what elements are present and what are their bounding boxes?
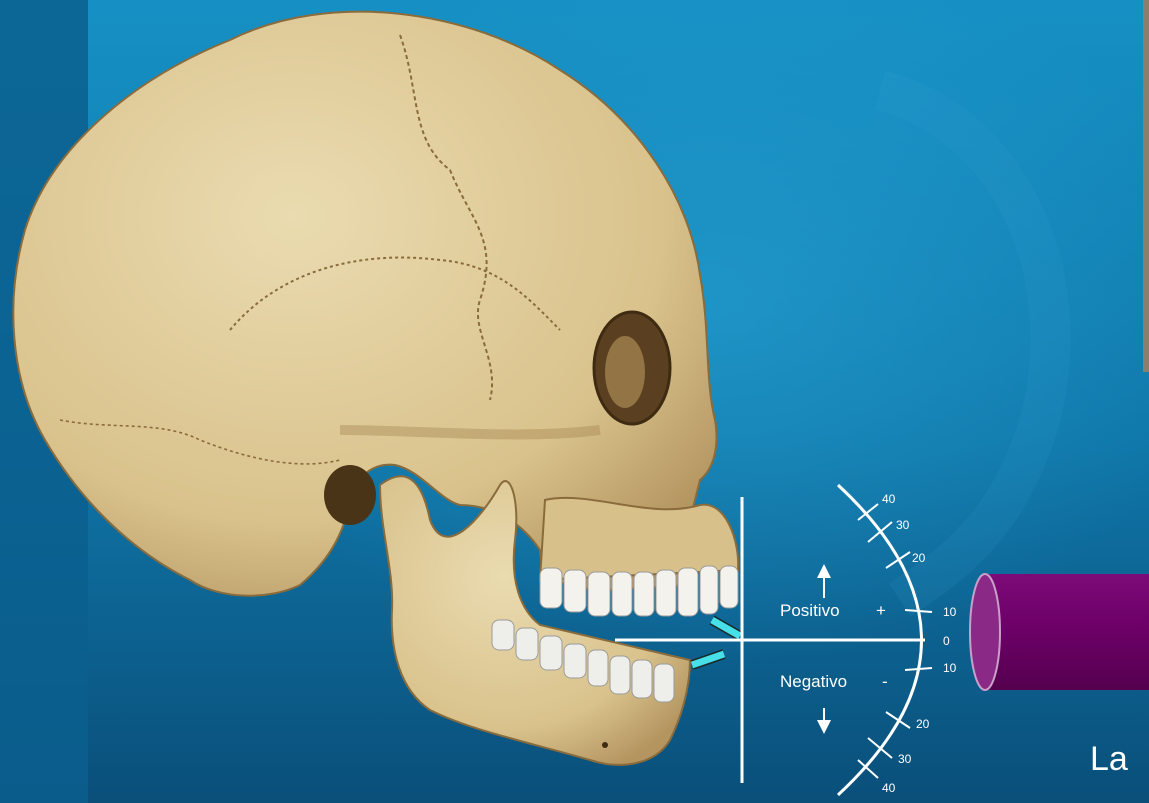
tick-above-10-label: 10 [943,605,957,619]
tick-below-20-mark [886,712,910,728]
negative-sign: - [882,672,888,692]
cranium [13,12,738,596]
tick-above-40-label: 40 [882,492,896,506]
negative-label: Negativo [780,672,847,692]
ear-canal [324,465,376,525]
tick-above-30-label: 30 [896,518,910,532]
tick-below-30-label: 30 [898,752,912,766]
arrow-up-icon [817,564,831,598]
tick-above-30-mark [868,522,892,542]
tick-below-10-mark [905,668,932,670]
zygomatic-arch [340,430,600,434]
occlusal-markers [692,620,740,665]
tick-above-10-mark [905,610,932,612]
arrow-down-icon [817,708,831,734]
positive-label: Positivo [780,601,840,621]
tick-above-20-mark [886,552,910,568]
xray-cone [970,574,1149,690]
tick-zero-label: 0 [943,634,950,648]
caption-text: La [1090,740,1128,779]
tick-below-10-label: 10 [943,661,957,675]
tick-below-30-mark [868,738,892,758]
tick-above-20-label: 20 [912,551,926,565]
tick-below-20-label: 20 [916,717,930,731]
upper-teeth [540,566,738,616]
tick-below-40-label: 40 [882,781,896,795]
positive-sign: + [876,601,886,621]
